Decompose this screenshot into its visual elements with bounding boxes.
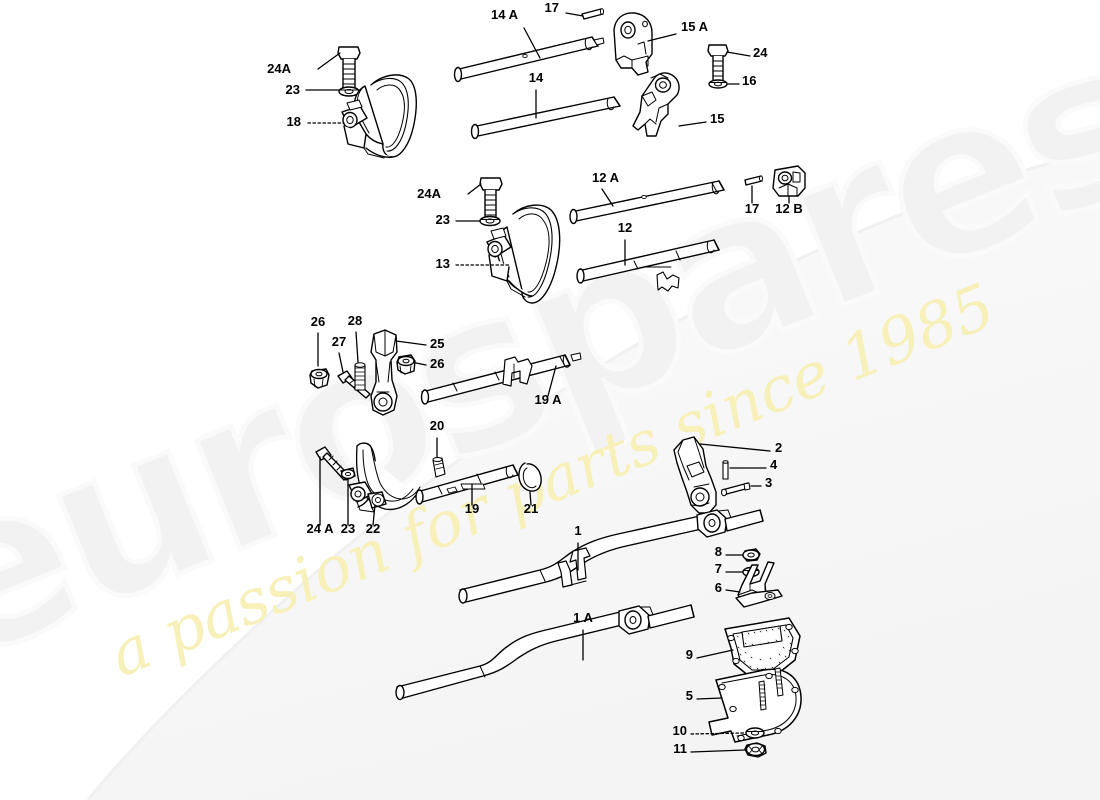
cover-5 bbox=[708, 667, 802, 743]
callout-pin-20: 20 bbox=[430, 418, 444, 433]
callout-bolt-24a-top: 24A bbox=[267, 61, 291, 76]
washer-23-mid bbox=[479, 215, 501, 227]
callout-shift-rod-14a: 14 A bbox=[491, 7, 519, 22]
callout-shift-lever-2: 2 bbox=[775, 440, 782, 455]
shift-lever-15 bbox=[632, 72, 680, 137]
callout-washer-23-top: 23 bbox=[286, 82, 300, 97]
shift-fork-18 bbox=[341, 74, 417, 159]
bracket-6 bbox=[735, 561, 783, 608]
callout-shift-rod-19: 19 bbox=[465, 501, 479, 516]
nut-11 bbox=[744, 742, 767, 758]
nut-8 bbox=[742, 548, 761, 562]
callout-bushing-26-left: 26 bbox=[311, 314, 325, 329]
callout-bolt-24a-low: 24 A bbox=[307, 521, 335, 536]
shift-rod-12 bbox=[576, 239, 720, 292]
callout-lock-washer-16: 16 bbox=[742, 73, 756, 88]
snap-ring-21 bbox=[518, 462, 542, 492]
roll-pin-17-top bbox=[581, 8, 605, 20]
callout-pin-4: 4 bbox=[770, 457, 778, 472]
washer-23-low bbox=[340, 467, 356, 481]
callout-shift-fork-22: 22 bbox=[366, 521, 380, 536]
leader-lines bbox=[305, 12, 790, 753]
callout-shift-rod-14: 14 bbox=[529, 70, 544, 85]
shift-lever-2 bbox=[673, 436, 717, 514]
coupler-12b bbox=[772, 165, 806, 197]
callout-selector-lever-25: 25 bbox=[430, 336, 444, 351]
shift-rod-1 bbox=[458, 509, 764, 604]
callout-shift-rod-1a: 1 A bbox=[573, 610, 593, 625]
callout-washer-23-mid: 23 bbox=[436, 212, 450, 227]
washer-10 bbox=[745, 727, 765, 739]
callout-cover-5: 5 bbox=[686, 688, 693, 703]
callout-snap-ring-21: 21 bbox=[524, 501, 538, 516]
shift-rod-14 bbox=[470, 96, 621, 140]
selector-lever-25 bbox=[370, 329, 398, 416]
callout-gasket-9: 9 bbox=[686, 647, 693, 662]
pin-3 bbox=[721, 482, 751, 497]
shift-rod-1a bbox=[395, 604, 695, 701]
roll-pin-17-mid bbox=[744, 175, 763, 186]
callout-washer-10: 10 bbox=[673, 723, 687, 738]
callout-pin-3: 3 bbox=[765, 475, 772, 490]
pin-20 bbox=[432, 457, 446, 478]
bushing-26-right bbox=[396, 354, 416, 375]
callout-bushing-26-right: 26 bbox=[430, 356, 444, 371]
shift-rod-12a bbox=[569, 180, 725, 225]
callout-bracket-6: 6 bbox=[715, 580, 722, 595]
watermark-swoosh bbox=[88, 150, 1100, 800]
callout-shift-fork-13: 13 bbox=[436, 256, 450, 271]
shift-rod-19 bbox=[415, 464, 519, 505]
callout-washer-23-low: 23 bbox=[341, 521, 355, 536]
pin-4 bbox=[722, 460, 729, 480]
callout-bolt-24a-mid: 24A bbox=[417, 186, 441, 201]
callout-roll-pin-17-top: 17 bbox=[545, 0, 559, 15]
callout-roll-pin-17-mid: 17 bbox=[745, 201, 759, 216]
shift-fork-22 bbox=[348, 442, 421, 513]
callout-bolt-24: 24 bbox=[753, 45, 768, 60]
gasket-9 bbox=[724, 617, 801, 677]
shift-rod-19a bbox=[420, 352, 582, 405]
lock-washer-16 bbox=[708, 79, 728, 89]
callout-shift-rod-12: 12 bbox=[618, 220, 632, 235]
callout-nut-11: 11 bbox=[673, 741, 687, 756]
washer-23-top bbox=[338, 86, 360, 97]
bushing-26-left bbox=[309, 368, 330, 389]
callout-nut-8: 8 bbox=[715, 544, 722, 559]
callout-coupler-12b: 12 B bbox=[775, 201, 802, 216]
callout-pin-28: 28 bbox=[348, 313, 362, 328]
shift-rod-14a bbox=[453, 36, 605, 83]
pin-28 bbox=[354, 362, 366, 391]
callout-shift-rod-19a: 19 A bbox=[535, 392, 563, 407]
shift-lever-15a bbox=[613, 12, 653, 76]
callout-bolt-27: 27 bbox=[332, 334, 346, 349]
callout-shift-rod-1: 1 bbox=[574, 523, 581, 538]
callout-washer-7: 7 bbox=[715, 561, 722, 576]
watermark-swoosh-edge bbox=[86, 148, 1100, 800]
callout-shift-lever-15: 15 bbox=[710, 111, 724, 126]
callout-shift-lever-15a: 15 A bbox=[681, 19, 709, 34]
bolt-24a-top bbox=[337, 46, 361, 95]
callout-shift-fork-18: 18 bbox=[287, 114, 301, 129]
callout-shift-rod-12a: 12 A bbox=[592, 170, 620, 185]
shift-fork-13 bbox=[486, 204, 561, 304]
